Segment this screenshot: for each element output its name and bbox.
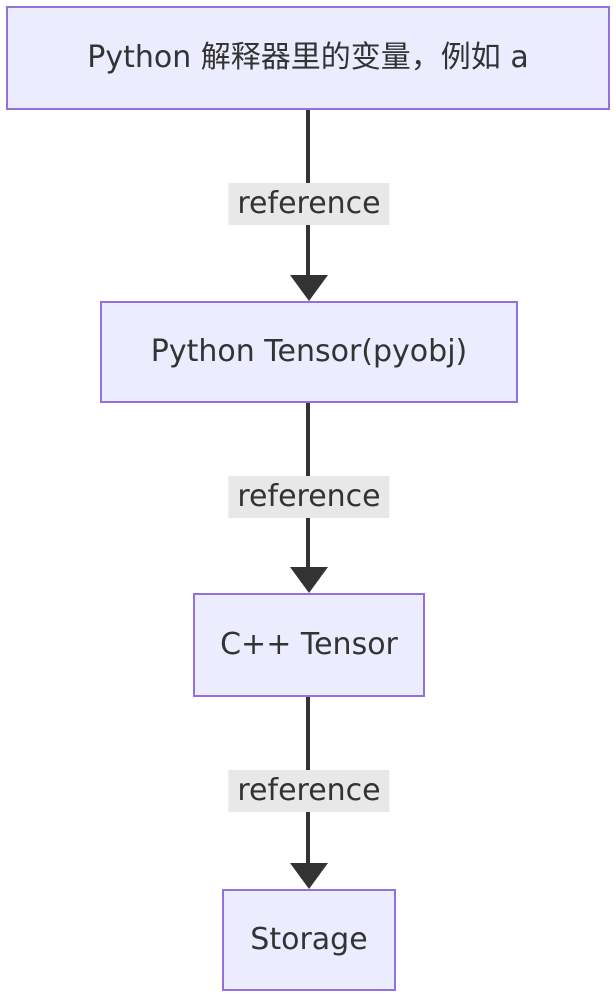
node-label: Python 解释器里的变量，例如 a	[87, 40, 529, 75]
arrowhead-down-icon	[290, 863, 328, 889]
arrowhead-down-icon	[290, 275, 328, 301]
edge-label-reference: reference	[228, 476, 390, 518]
node-storage: Storage	[222, 889, 396, 991]
edge-label-reference: reference	[228, 770, 390, 812]
node-cpp-tensor: C++ Tensor	[193, 593, 425, 697]
arrowhead-down-icon	[290, 567, 328, 593]
node-python-interpreter-variable: Python 解释器里的变量，例如 a	[6, 6, 610, 110]
node-label: Storage	[250, 922, 368, 957]
node-label: C++ Tensor	[220, 627, 398, 662]
node-label: Python Tensor(pyobj)	[150, 334, 468, 369]
edge-label-reference: reference	[228, 183, 390, 225]
node-python-tensor: Python Tensor(pyobj)	[100, 301, 518, 403]
